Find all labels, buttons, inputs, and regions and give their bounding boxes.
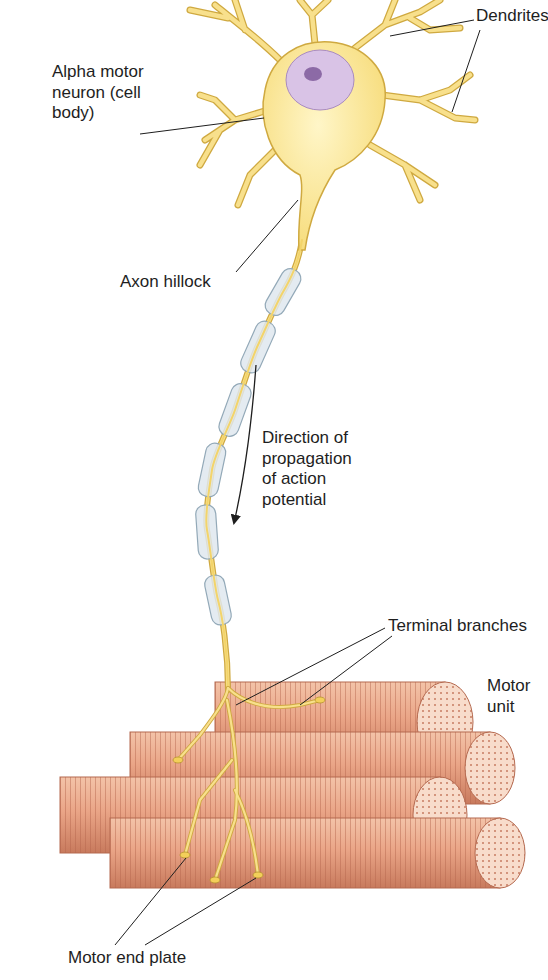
structure-label: Motor unit xyxy=(487,676,545,717)
structure-label: Motor end plate xyxy=(68,948,228,969)
terminal-branch xyxy=(178,688,320,880)
leader-line xyxy=(115,20,480,945)
structure-label: Alpha motor neuron (cell body) xyxy=(52,62,152,124)
fiber-body xyxy=(110,818,500,888)
fiber-striation xyxy=(110,818,500,888)
nucleus xyxy=(286,50,354,110)
fiber-cross-section xyxy=(465,732,515,804)
nucleolus xyxy=(304,67,322,81)
propagation-arrow xyxy=(234,365,256,523)
direction-label: Direction of propagation of action poten… xyxy=(262,428,362,511)
fiber-cross-section xyxy=(475,818,525,888)
motor-end-plate xyxy=(173,697,325,883)
terminal-branch-outline xyxy=(178,688,320,880)
structure-label: Dendrites xyxy=(476,6,548,27)
structure-label: Terminal branches xyxy=(388,616,548,637)
muscle-fiber xyxy=(110,818,525,888)
structure-label: Axon hillock xyxy=(120,272,240,293)
